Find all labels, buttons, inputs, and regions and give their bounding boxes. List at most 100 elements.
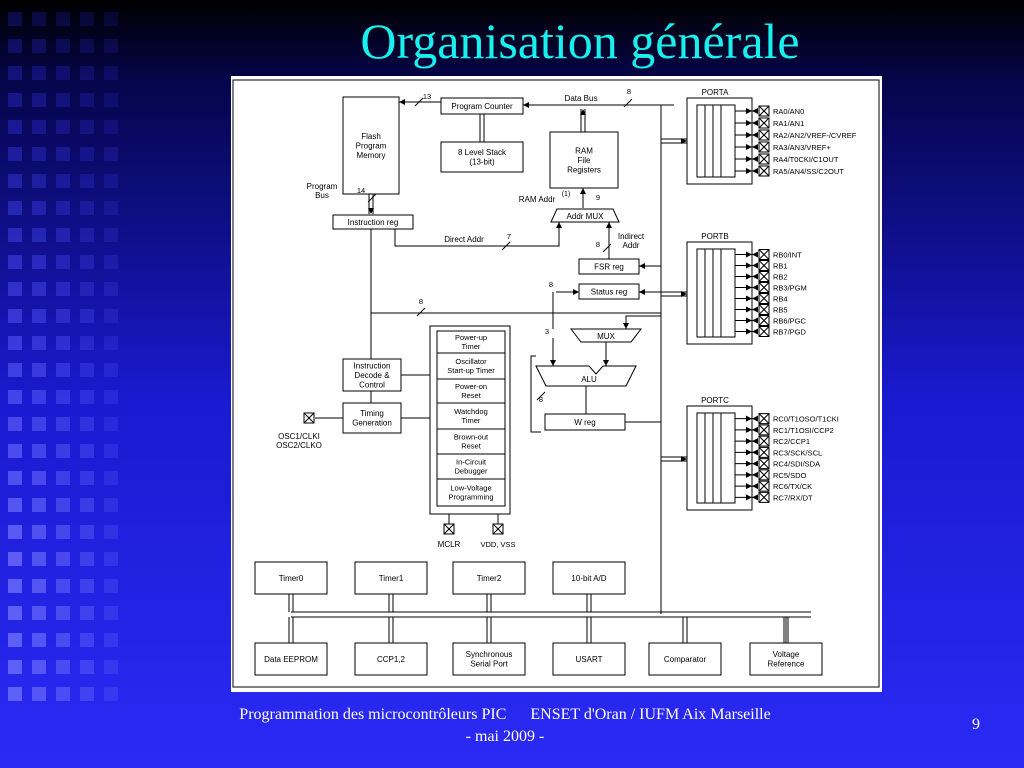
peripheral-bottom-5-label: Reference [768, 660, 805, 669]
decorative-square [80, 120, 94, 134]
bus-width-mark [416, 307, 426, 317]
decorative-square [8, 66, 22, 80]
mux [569, 328, 643, 343]
decorative-square [32, 12, 46, 26]
flash-program-memory-label: Memory [357, 151, 386, 160]
ram-file-registers-label: Registers [567, 165, 601, 174]
decorative-square [104, 417, 118, 431]
arrowhead [752, 156, 758, 162]
arrowhead [752, 317, 758, 324]
arrowhead [746, 156, 752, 162]
decorative-square [104, 309, 118, 323]
portc-pin-7-x [758, 492, 770, 503]
portb-pin-label: RB0/INT [773, 251, 802, 260]
decorative-square [32, 471, 46, 485]
power-block-4-label: Brown-out [454, 433, 489, 442]
decorative-square [8, 606, 22, 620]
decorative-square [56, 417, 70, 431]
decorative-square [8, 552, 22, 566]
decorative-square [80, 201, 94, 215]
porta-pin-label: RA3/AN3/VREF+ [773, 143, 831, 152]
decorative-square [32, 66, 46, 80]
decorative-square [56, 228, 70, 242]
peripheral-bottom-0-label: Data EEPROM [264, 655, 318, 664]
portb-pin-0-x [758, 249, 770, 260]
decorative-square [32, 255, 46, 269]
decorative-square [80, 633, 94, 647]
arrowhead [746, 317, 752, 324]
direct-addr-line [394, 222, 560, 247]
decorative-square [80, 39, 94, 53]
decorative-square [80, 255, 94, 269]
decorative-square [80, 552, 94, 566]
slide-number: 9 [972, 716, 980, 733]
decorative-square [56, 390, 70, 404]
decorative-square [32, 174, 46, 188]
portc-pin-label: RC5/SDO [773, 471, 807, 480]
decorative-square [80, 363, 94, 377]
power-block-5-label: Debugger [455, 467, 488, 476]
decorative-square [8, 147, 22, 161]
decorative-square [32, 687, 46, 701]
porta-pin-1-x [758, 117, 770, 129]
arrowhead [746, 449, 752, 456]
peripheral-bottom-4 [648, 642, 722, 676]
porta-pin-label: RA5/AN4/SS/C2OUT [773, 167, 844, 176]
decorative-square [56, 147, 70, 161]
decorative-square [104, 498, 118, 512]
data-bus-label: Data Bus [565, 94, 598, 103]
arrowhead [746, 284, 752, 291]
power-block-6-label: Programming [448, 493, 493, 502]
arrowhead [746, 438, 752, 445]
decorative-square [32, 444, 46, 458]
decorative-square [8, 174, 22, 188]
decorative-square [56, 309, 70, 323]
power-block-0-label: Timer [462, 342, 481, 351]
decorative-square [104, 687, 118, 701]
portb-pin-label: RB4 [773, 295, 788, 304]
arrowhead [681, 456, 687, 462]
decorative-square [32, 147, 46, 161]
decorative-square [104, 525, 118, 539]
instruction-decode-control-label: Instruction [354, 361, 391, 370]
decorative-square [80, 93, 94, 107]
indirect-addr-label: Indirect [618, 232, 645, 241]
bus-width-data: 8 [627, 87, 631, 96]
diagram-frame [232, 79, 880, 688]
fsr-reg-label: FSR reg [594, 262, 624, 271]
decorative-square [8, 120, 22, 134]
peripheral-bottom-2-label: Synchronous [466, 650, 513, 659]
portc-pin-2-x [758, 435, 770, 447]
arrowhead [752, 120, 758, 126]
decorative-square [32, 498, 46, 512]
peripheral-bottom-2 [452, 642, 526, 676]
decorative-square [56, 579, 70, 593]
peripheral-bottom-1-label: CCP1,2 [377, 655, 406, 664]
decorative-square [104, 93, 118, 107]
arrowhead [746, 471, 752, 478]
decorative-square [104, 336, 118, 350]
arrowhead [752, 471, 758, 478]
footer-date: - mai 2009 - [465, 728, 545, 745]
bus-width-w: 8 [539, 395, 543, 404]
arrowhead [580, 109, 586, 115]
arrowhead [752, 483, 758, 490]
decorative-square [104, 147, 118, 161]
bus-width-mark [414, 97, 424, 107]
arrowhead [752, 306, 758, 313]
power-blocks-frame [429, 325, 511, 515]
arrowhead [752, 415, 758, 422]
arrowhead [752, 284, 758, 291]
timing-generation [342, 402, 402, 434]
instruction-decode-control [342, 358, 402, 392]
decorative-square [80, 417, 94, 431]
arrowhead [746, 120, 752, 126]
portb-pin-2-x [758, 271, 770, 282]
decorative-square [104, 363, 118, 377]
arrowhead [681, 138, 687, 144]
decorative-square [80, 606, 94, 620]
decorative-square [8, 336, 22, 350]
osc-pin-x [303, 412, 315, 424]
arrowhead [681, 291, 687, 297]
vdd-pin-x [492, 523, 504, 535]
